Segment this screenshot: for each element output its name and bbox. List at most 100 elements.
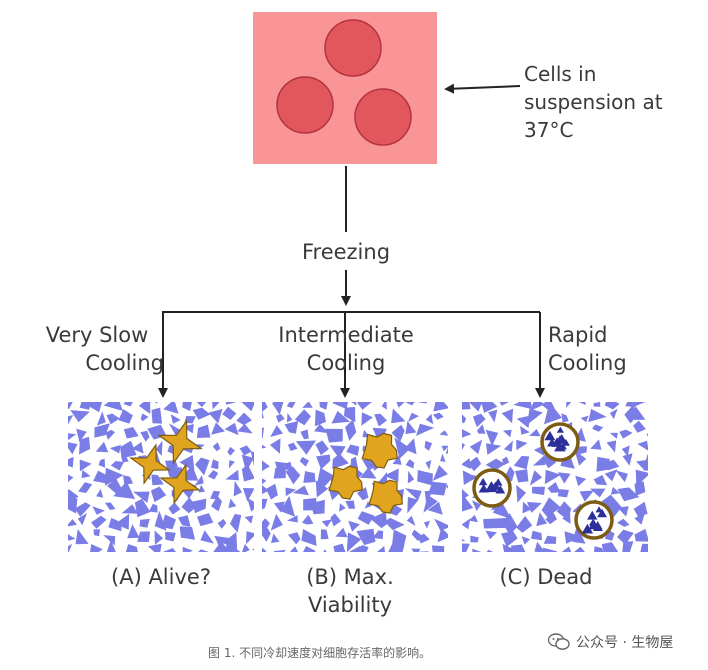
ice-crystal	[262, 518, 270, 534]
ice-crystal	[358, 545, 369, 552]
ice-crystal	[590, 488, 606, 498]
ice-crystal	[262, 498, 268, 510]
ice-crystal	[462, 414, 467, 424]
ice-crystal	[109, 444, 121, 454]
ice-crystal	[532, 486, 545, 495]
ice-crystal	[105, 467, 124, 486]
ice-crystal	[123, 475, 134, 485]
ice-crystal	[182, 402, 192, 411]
heading-line: Very Slow	[45, 323, 149, 347]
ice-crystal	[521, 536, 531, 545]
ice-crystal	[486, 549, 493, 552]
ice-crystal	[103, 402, 123, 411]
ice-crystal	[588, 408, 607, 422]
ice-crystal	[522, 501, 532, 514]
freezing-label: Freezing	[301, 240, 391, 264]
ice-crystal	[332, 453, 349, 469]
ice-crystal	[468, 514, 478, 523]
ice-crystal	[566, 402, 572, 408]
ice-crystal	[510, 544, 526, 552]
intracellular-ice	[587, 510, 598, 520]
ice-crystal	[198, 484, 206, 493]
ice-crystal	[431, 545, 445, 552]
ice-crystal	[606, 440, 617, 453]
ice-crystal	[165, 531, 176, 542]
caption-arrow	[444, 83, 521, 94]
ice-crystal	[93, 470, 109, 484]
ice-crystal	[321, 519, 333, 528]
ice-crystal	[288, 532, 301, 545]
ice-crystal	[391, 424, 405, 442]
ice-crystal	[631, 402, 646, 408]
ice-crystal	[319, 402, 328, 410]
ice-crystal	[405, 420, 417, 435]
ice-crystal	[604, 469, 618, 482]
ice-crystal	[250, 451, 254, 467]
ice-crystal	[374, 413, 387, 427]
ice-crystal	[621, 445, 630, 457]
ice-crystal	[372, 530, 384, 540]
ice-crystal	[544, 469, 561, 485]
ice-crystal	[90, 544, 103, 552]
ice-crystal	[335, 527, 348, 538]
ice-crystal	[534, 541, 546, 552]
result-line: (C) Dead	[499, 565, 593, 589]
ice-crystal	[320, 529, 329, 540]
ice-crystal	[98, 458, 106, 468]
ice-crystal	[404, 488, 422, 501]
ice-crystal	[634, 512, 646, 525]
ice-crystal	[646, 433, 648, 437]
ice-crystal	[544, 402, 562, 425]
heading-line: Rapid	[548, 323, 608, 347]
ice-crystal	[113, 481, 136, 499]
ice-crystal	[529, 429, 541, 437]
ice-crystal	[208, 408, 223, 424]
ice-crystal	[140, 413, 149, 422]
intracellular-ice	[597, 508, 607, 518]
ice-crystal	[516, 516, 533, 533]
ice-crystal	[564, 531, 582, 544]
ice-crystal	[105, 429, 115, 440]
ice-crystal	[247, 498, 254, 512]
ice-crystal	[286, 413, 293, 423]
ice-crystal	[578, 402, 586, 406]
ice-crystal	[316, 454, 331, 470]
ice-crystal	[75, 529, 89, 545]
ice-crystal	[262, 525, 271, 542]
ice-crystal	[139, 518, 150, 528]
ice-crystal	[609, 432, 618, 439]
ice-crystal	[635, 469, 648, 487]
ice-crystal	[634, 528, 648, 542]
ice-crystal	[492, 500, 512, 520]
ice-crystal	[391, 408, 406, 424]
ice-crystal	[103, 535, 116, 546]
ice-crystal	[236, 412, 252, 426]
ice-crystal	[323, 549, 327, 552]
heading-line: Intermediate	[278, 323, 414, 347]
ice-crystal	[196, 402, 207, 408]
ice-crystal	[207, 470, 219, 480]
ice-crystal	[163, 402, 179, 414]
ice-crystal	[557, 472, 571, 484]
ice-crystal	[439, 430, 448, 436]
cell	[324, 19, 382, 77]
ice-crystal	[224, 422, 239, 436]
ice-crystal	[121, 504, 138, 514]
ice-crystal	[181, 497, 197, 514]
ice-crystal	[501, 531, 518, 547]
ice-crystal	[332, 402, 349, 409]
heading-line: Cooling	[85, 351, 164, 375]
ice-crystal	[536, 512, 548, 527]
figure-caption: 图 1. 不同冷却速度对细胞存活率的影响。	[208, 646, 432, 660]
ice-crystal	[262, 485, 269, 494]
ice-crystal	[241, 402, 254, 412]
ice-crystal	[601, 542, 619, 552]
ice-crystal	[503, 440, 513, 452]
ice-crystal	[428, 481, 447, 496]
ice-crystal	[155, 440, 163, 456]
ice-crystal	[68, 442, 78, 455]
ice-crystal	[262, 427, 264, 439]
ice-crystal	[469, 402, 483, 412]
ice-crystal	[619, 429, 633, 439]
shrunken-cell	[159, 463, 201, 505]
